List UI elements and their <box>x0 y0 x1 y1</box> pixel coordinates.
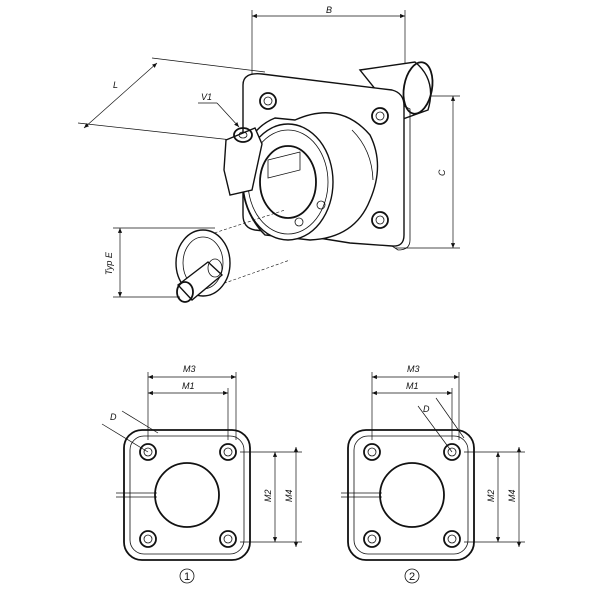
label-b: B <box>326 5 332 15</box>
label-typ-e: Typ E <box>104 251 114 275</box>
variant-2-number: 2 <box>409 571 415 583</box>
variant-2-dimension-m3: M3 <box>371 364 460 440</box>
variant-1-mounting-holes <box>139 443 237 548</box>
variant-2-label-m1: M1 <box>406 381 419 391</box>
variant-1-flange-outline <box>123 429 251 561</box>
dimension-b: B <box>251 5 406 75</box>
set-screw-v1 <box>223 127 263 196</box>
variant-2-center-bore <box>341 462 445 528</box>
variant-2-dimension-d: D <box>417 397 465 453</box>
label-v1: V1 <box>201 92 212 102</box>
variant-1-number-badge: 1 <box>179 568 195 584</box>
variant-1-number: 1 <box>184 571 190 583</box>
variant-2-number-badge: 2 <box>404 568 420 584</box>
variant-1-dimension-d: D <box>101 410 159 453</box>
variant-2-dimension-m4: M4 <box>507 447 522 547</box>
dimension-l: L <box>77 57 266 141</box>
variant-2-label-m2: M2 <box>486 489 496 502</box>
variant-1-dimension-m1: M1 <box>148 381 229 440</box>
variant-1-center-bore <box>116 462 220 528</box>
v1-callout: V1 <box>198 92 240 128</box>
variant-1-label-m3: M3 <box>183 364 196 374</box>
variant-2-dimension-m1: M1 <box>372 381 453 440</box>
dimension-typ-e: Typ E <box>104 227 215 298</box>
variant-1-dimension-m3: M3 <box>147 364 237 440</box>
isometric-view: B L C Typ E V1 <box>77 5 460 303</box>
flange-hole-top-left <box>259 92 277 110</box>
label-l: L <box>113 80 118 90</box>
variant-1-label-m2: M2 <box>263 489 273 502</box>
variant-1-label-m4: M4 <box>284 489 294 502</box>
variant-2-label-d: D <box>423 404 430 414</box>
variant-2-label-m4: M4 <box>507 489 517 502</box>
variant-1-label-m1: M1 <box>182 381 195 391</box>
variant-2-label-m3: M3 <box>407 364 420 374</box>
variant-1-dimension-m4: M4 <box>284 447 299 547</box>
variant-1-view: M3 M1 D M2 M4 <box>101 364 302 584</box>
flange-hole-top-right <box>371 107 389 125</box>
variant-1-label-d: D <box>110 412 117 422</box>
shaft-insert <box>175 209 291 303</box>
variant-2-mounting-holes <box>363 443 461 548</box>
variant-2-view: M3 M1 D M2 M4 <box>341 364 525 584</box>
variant-2-flange-outline <box>347 429 475 561</box>
flange-hole-bottom-right <box>371 211 389 229</box>
bearing-housing <box>241 112 379 241</box>
label-c: C <box>437 169 447 176</box>
